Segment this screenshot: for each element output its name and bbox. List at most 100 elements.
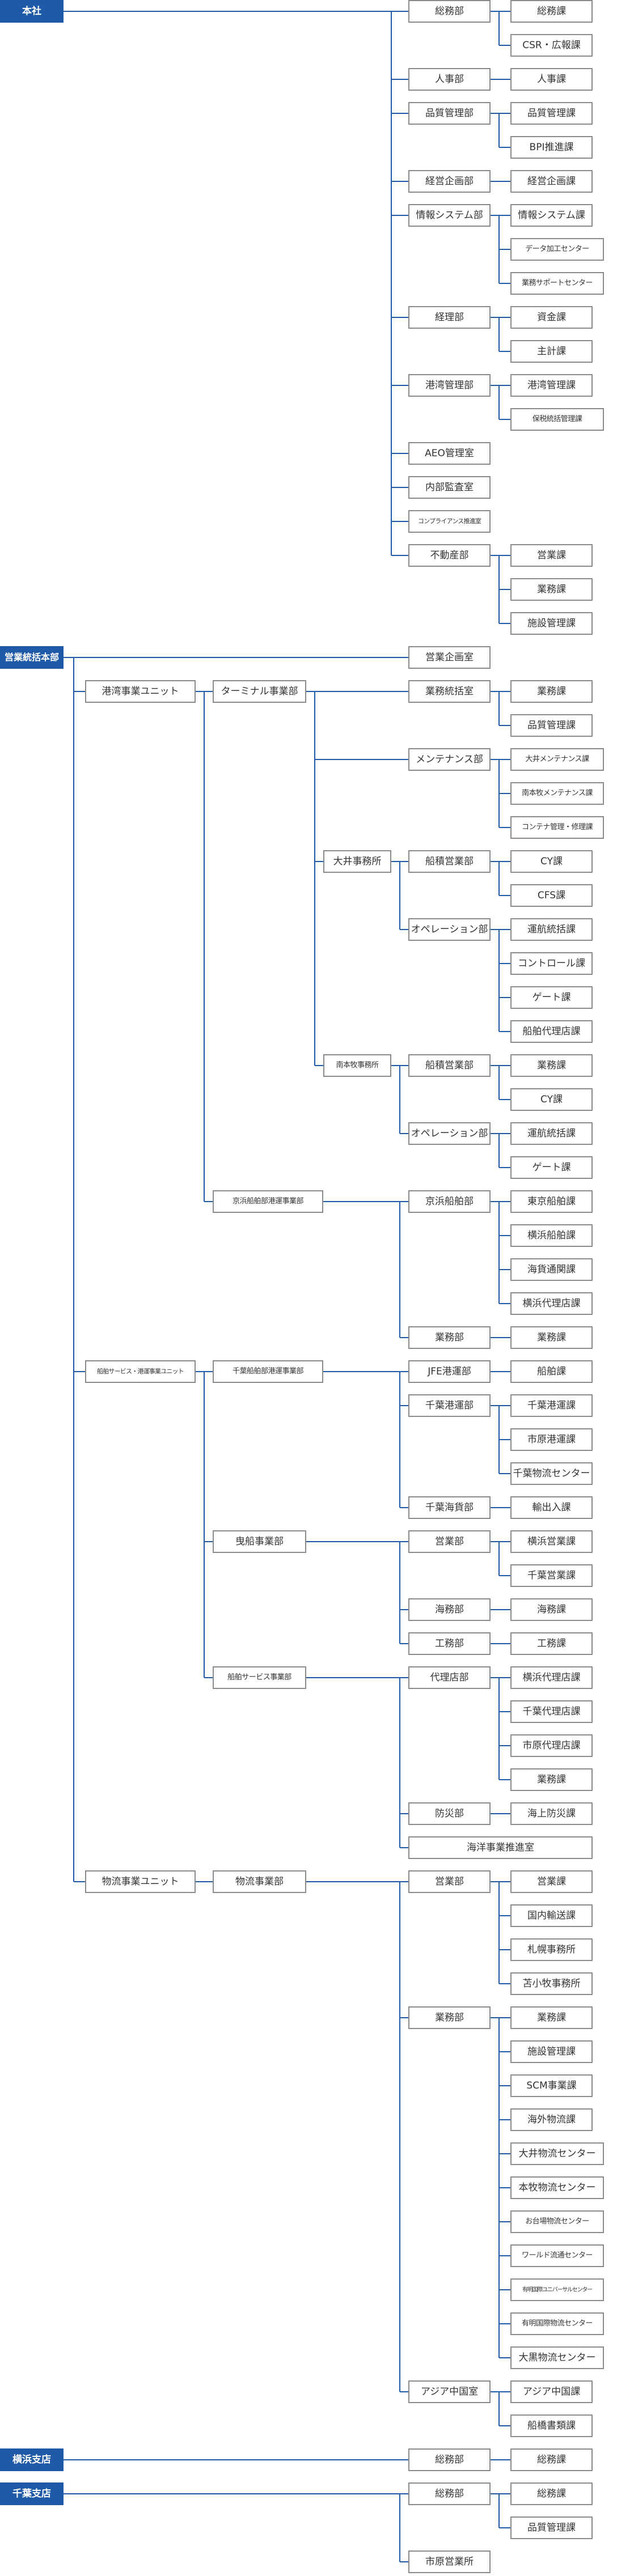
sect-kaigai-butsuryu: 海外物流課 (510, 2108, 593, 2131)
dept-eigyo: 営業部 (408, 1870, 491, 1893)
sect-kaijo-bosai: 海上防災課 (510, 1802, 593, 1825)
div-butsuryu: 物流事業部 (213, 1870, 306, 1893)
sect-somu: 総務課 (510, 0, 593, 23)
sect-yokohama-dairi: 横浜代理店課 (510, 1292, 593, 1315)
dept-somu: 総務部 (408, 2482, 491, 2505)
div-senpaku-service: 船舶サービス事業部 (213, 1666, 306, 1689)
sect-gate: ゲート課 (510, 986, 593, 1009)
branch-yokohama: 横浜支店 (0, 2448, 64, 2471)
office-eigyo-kikaku: 営業企画室 (408, 646, 491, 669)
dept-fudosan: 不動産部 (408, 544, 491, 567)
office-asia-china: アジア中国室 (408, 2380, 491, 2403)
office-minamihonmoku: 南本牧事務所 (323, 1054, 391, 1077)
sect-cy: CY課 (510, 1088, 593, 1111)
div-chiba-senpaku: 千葉船舶部港運事業部 (213, 1360, 323, 1383)
sect-ichihara-kowan: 市原港運課 (510, 1428, 593, 1451)
dept-eigyo: 営業部 (408, 1530, 491, 1553)
sect-chiba-kowan: 千葉港運課 (510, 1394, 593, 1417)
sect-scm: SCM事業課 (510, 2074, 593, 2097)
sect-container-repair: コンテナ管理・修理課 (510, 816, 604, 839)
sect-gate: ゲート課 (510, 1156, 593, 1179)
sect-jinji: 人事課 (510, 68, 593, 91)
sect-chiba-dairi: 千葉代理店課 (510, 1700, 593, 1723)
office-gyomu-tokatsu: 業務統括室 (408, 680, 491, 703)
unit-kowan: 港湾事業ユニット (85, 680, 196, 703)
sect-yokohama-senpaku: 横浜船舶課 (510, 1224, 593, 1247)
office-oi: 大井事務所 (323, 850, 391, 873)
sect-yokohama-eigyo: 横浜営業課 (510, 1530, 593, 1553)
dept-somu: 総務部 (408, 2448, 491, 2471)
sect-ichihara-dairi: 市原代理店課 (510, 1734, 593, 1757)
unit-butsuryu: 物流事業ユニット (85, 1870, 196, 1893)
sect-shisetsu: 施設管理課 (510, 612, 593, 635)
sect-tokyo-senpaku: 東京船舶課 (510, 1190, 593, 1213)
dept-dairiten: 代理店部 (408, 1666, 491, 1689)
hq-eigyo-tokatsu: 営業統括本部 (0, 646, 64, 669)
sect-somu: 総務課 (510, 2482, 593, 2505)
dept-hinshitsu: 品質管理部 (408, 102, 491, 125)
sect-oi-maintenance: 大井メンテナンス課 (510, 748, 604, 771)
sect-data-center: データ加工センター (510, 238, 604, 261)
office-tomakomai: 苫小牧事務所 (510, 1972, 593, 1995)
dept-senseki-eigyo: 船積営業部 (408, 850, 491, 873)
dept-jfe-kowan: JFE港運部 (408, 1360, 491, 1383)
dept-gyomu: 業務部 (408, 1326, 491, 1349)
unit-senpaku-service: 船舶サービス・港運事業ユニット (85, 1360, 196, 1383)
sect-shukei: 主計課 (510, 340, 593, 363)
sect-gyomu: 業務課 (510, 1768, 593, 1791)
center-daikoku-butsuryu: 大黒物流センター (510, 2346, 604, 2369)
sect-hozei: 保税統括管理課 (510, 408, 604, 431)
sect-gyomu: 業務課 (510, 2006, 593, 2029)
dept-gyomu: 業務部 (408, 2006, 491, 2029)
sect-shikin: 資金課 (510, 306, 593, 329)
sect-hinshitsu: 品質管理課 (510, 102, 593, 125)
sect-control: コントロール課 (510, 952, 593, 975)
dept-joho-system: 情報システム部 (408, 204, 491, 227)
dept-chiba-kowan: 千葉港運部 (408, 1394, 491, 1417)
sect-bpi: BPI推進課 (510, 136, 593, 159)
sect-joho-system: 情報システム課 (510, 204, 593, 227)
dept-keiei-kikaku: 経営企画部 (408, 170, 491, 193)
office-aeo: AEO管理室 (408, 442, 491, 465)
sect-somu: 総務課 (510, 2448, 593, 2471)
dept-maintenance: メンテナンス部 (408, 748, 491, 771)
sect-chiba-eigyo: 千葉営業課 (510, 1564, 593, 1587)
center-oi-butsuryu: 大井物流センター (510, 2142, 604, 2165)
sect-shisetsu: 施設管理課 (510, 2040, 593, 2063)
sect-yokohama-dairi: 横浜代理店課 (510, 1666, 593, 1689)
sect-funabashi-shorui: 船橋書類課 (510, 2414, 593, 2437)
dept-senseki-eigyo: 船積営業部 (408, 1054, 491, 1077)
office-kaiyo-jigyo: 海洋事業推進室 (408, 1836, 593, 1859)
sect-gyomu: 業務課 (510, 578, 593, 601)
sect-yushutsunyu: 輸出入課 (510, 1496, 593, 1519)
sect-hinshitsu: 品質管理課 (510, 714, 593, 737)
office-sapporo: 札幌事務所 (510, 1938, 593, 1961)
dept-somu: 総務部 (408, 0, 491, 23)
branch-chiba: 千葉支店 (0, 2482, 64, 2505)
sect-gyomu: 業務課 (510, 680, 593, 703)
sect-chiba-butsuryu: 千葉物流センター (510, 1462, 593, 1485)
center-ariake-butsuryu: 有明国際物流センター (510, 2312, 604, 2335)
sect-gyomu-support: 業務サポートセンター (510, 272, 604, 295)
hq-honsha: 本社 (0, 0, 64, 23)
center-odaiba-butsuryu: お台場物流センター (510, 2210, 604, 2233)
sect-asia-china: アジア中国課 (510, 2380, 593, 2403)
sect-senpaku: 船舶課 (510, 1360, 593, 1383)
center-ariake-universal: 有明国際ユニバーサルセンター (510, 2278, 604, 2301)
div-terminal: ターミナル事業部 (213, 680, 306, 703)
dept-operation: オペレーション部 (408, 1122, 491, 1145)
sect-unko-tokatsu: 運航統括課 (510, 918, 593, 941)
sect-kowan-kanri: 港湾管理課 (510, 374, 593, 397)
sect-hinshitsu: 品質管理課 (510, 2516, 593, 2539)
sect-csr: CSR・広報課 (510, 34, 593, 57)
sect-unko-tokatsu: 運航統括課 (510, 1122, 593, 1145)
center-world-ryutsu: ワールド流通センター (510, 2244, 604, 2267)
dept-kaimu: 海務部 (408, 1598, 491, 1621)
sect-senpaku-dairi: 船舶代理店課 (510, 1020, 593, 1043)
sect-kaimu: 海務課 (510, 1598, 593, 1621)
sect-gyomu: 業務課 (510, 1326, 593, 1349)
dept-chiba-kaika: 千葉海貨部 (408, 1496, 491, 1519)
office-naibu-kansa: 内部監査室 (408, 476, 491, 499)
sect-cfs: CFS課 (510, 884, 593, 907)
